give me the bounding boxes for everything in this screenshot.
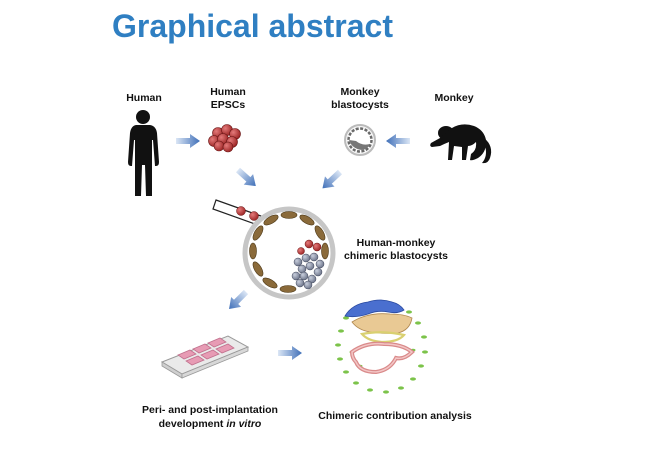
label-human-epscs: Human EPSCs bbox=[198, 86, 258, 112]
label-culture-line2-plain: development bbox=[158, 418, 227, 430]
label-culture-line1: Peri- and post-implantation bbox=[142, 404, 278, 416]
human-silhouette-icon bbox=[128, 110, 159, 196]
label-monkey: Monkey bbox=[424, 92, 484, 105]
label-human-epscs-line1: Human bbox=[210, 86, 246, 98]
label-chimeric-line1: Human-monkey bbox=[356, 237, 436, 249]
epsc-cluster-icon bbox=[208, 124, 241, 153]
embryo-section-icon bbox=[335, 299, 428, 394]
monkey-blastocyst-icon bbox=[344, 124, 376, 156]
label-monkey-blastocysts-line2: blastocysts bbox=[331, 99, 389, 111]
label-chimeric-blastocysts: Human-monkey chimeric blastocysts bbox=[336, 237, 456, 263]
label-culture-line2: development in vitro bbox=[130, 417, 290, 431]
arrow-icon bbox=[233, 164, 261, 192]
arrow-icon bbox=[317, 166, 345, 194]
label-analysis: Chimeric contribution analysis bbox=[300, 410, 490, 423]
label-monkey-text: Monkey bbox=[434, 92, 474, 104]
label-chimeric-line2: chimeric blastocysts bbox=[344, 250, 448, 262]
page-title: Graphical abstract bbox=[112, 8, 393, 44]
label-monkey-blastocysts: Monkey blastocysts bbox=[320, 86, 400, 112]
label-human: Human bbox=[114, 92, 174, 105]
label-culture: Peri- and post-implantation development … bbox=[130, 403, 290, 431]
arrow-icon bbox=[386, 134, 410, 148]
arrow-icon bbox=[278, 346, 302, 360]
label-culture-line2-italic: in vitro bbox=[226, 418, 262, 430]
label-human-epscs-line2: EPSCs bbox=[210, 99, 246, 111]
label-analysis-text: Chimeric contribution analysis bbox=[318, 410, 472, 422]
arrow-icon bbox=[224, 287, 251, 314]
monkey-silhouette-icon bbox=[430, 124, 492, 164]
label-human-text: Human bbox=[126, 92, 162, 104]
culture-plate-icon bbox=[160, 335, 250, 379]
arrow-icon bbox=[176, 134, 200, 148]
chimeric-blastocyst-icon bbox=[242, 206, 336, 300]
label-monkey-blastocysts-line1: Monkey bbox=[340, 86, 380, 98]
